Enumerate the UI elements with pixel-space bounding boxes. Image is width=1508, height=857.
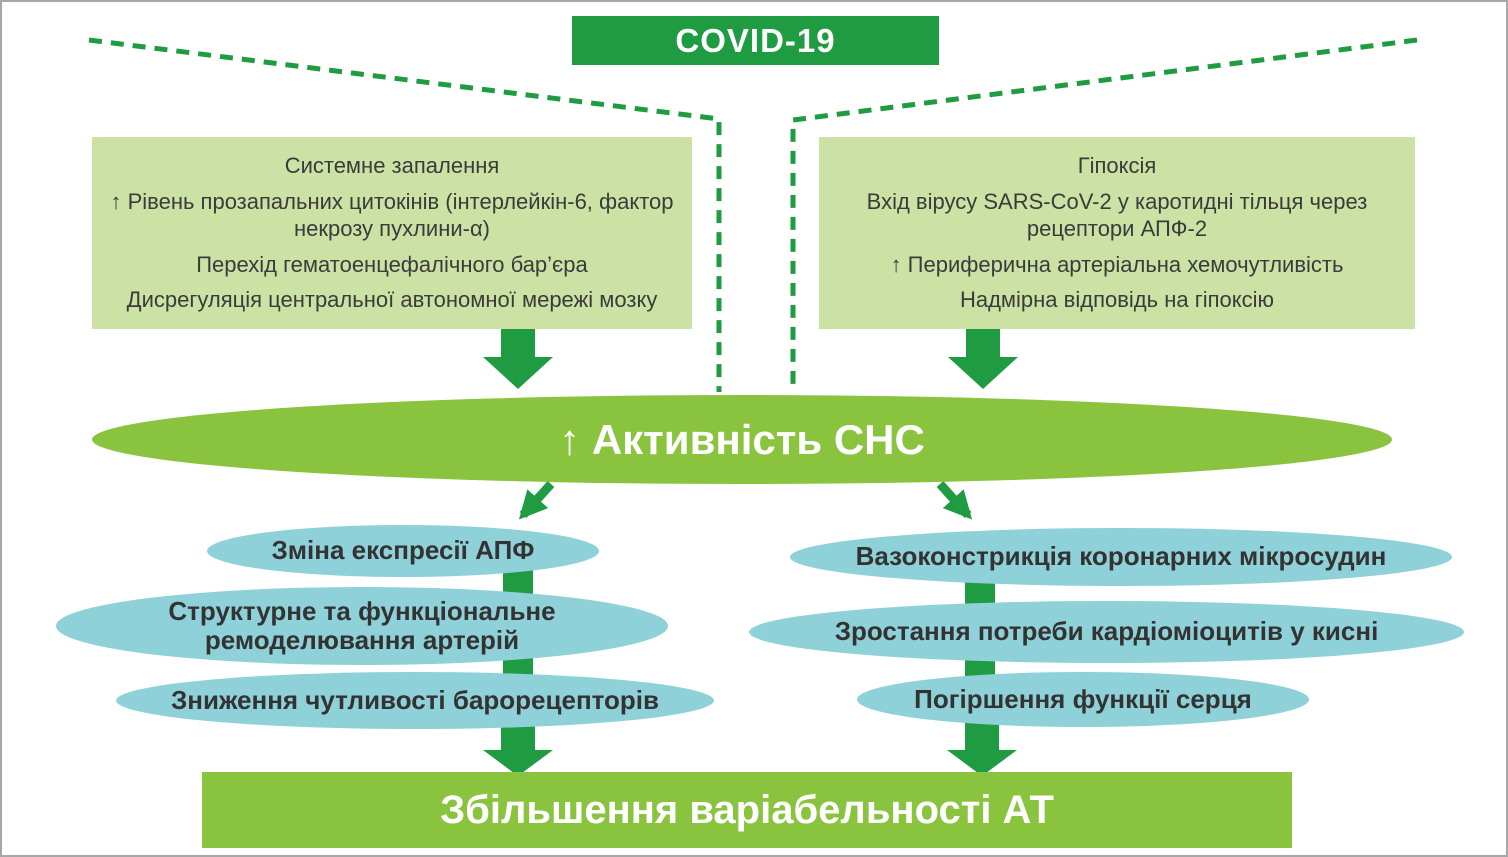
bp-variability-box: Збільшення варіабельності АТ — [202, 772, 1292, 848]
right-box-line: Надмірна відповідь на гіпоксію — [959, 287, 1275, 313]
left-box-line: Перехід гематоенцефалічного бар’єра — [196, 251, 588, 277]
outcome-baroreceptor-sensitivity: Зниження чутливості барорецепторів — [116, 672, 714, 729]
right-box-heading: Гіпоксія — [1077, 153, 1157, 179]
outcome-ace-expression: Зміна експресії АПФ — [207, 525, 599, 577]
left-box-line: ↑ Рівень прозапальних цитокінів (інтерле… — [110, 188, 674, 242]
bp-variability-label: Збільшення варіабельності АТ — [440, 787, 1054, 832]
covid19-title: COVID-19 — [675, 21, 836, 59]
left-box-heading: Системне запалення — [284, 153, 500, 179]
dashed-connector-right — [790, 37, 1418, 392]
diagonal-arrow-right — [936, 480, 973, 520]
outcome-label: Зростання потреби кардіоміоцитів у кисні — [834, 616, 1379, 647]
outcome-label: Погіршення функції серця — [914, 683, 1252, 714]
outcome-label: Структурне та функціональне ремоделюванн… — [168, 595, 556, 655]
down-arrow-left-bottom — [483, 722, 553, 776]
sns-activity-ellipse: ↑ Активність СНС — [92, 395, 1392, 484]
hypoxia-box: Гіпоксія Вхід вірусу SARS-CoV-2 у кароти… — [819, 137, 1415, 329]
down-arrow-right-bottom — [947, 722, 1017, 776]
down-arrow-left-box — [483, 328, 553, 389]
right-box-line: Вхід вірусу SARS-CoV-2 у каротидні тільц… — [866, 188, 1368, 242]
outcome-artery-remodeling: Структурне та функціональне ремоделюванн… — [56, 587, 668, 665]
down-arrow-right-box — [948, 328, 1018, 389]
outcome-label: Зниження чутливості барорецепторів — [170, 684, 660, 715]
dashed-connector-left — [88, 37, 722, 392]
outcome-cardiomyocyte-oxygen-demand: Зростання потреби кардіоміоцитів у кисні — [749, 601, 1464, 663]
sns-activity-label: ↑ Активність СНС — [559, 415, 925, 463]
outcome-label: Зміна експресії АПФ — [271, 535, 535, 566]
outcome-label: Вазоконстрикція коронарних мікросудин — [855, 541, 1387, 572]
covid19-header-box: COVID-19 — [572, 16, 939, 65]
systemic-inflammation-box: Системне запалення ↑ Рівень прозапальних… — [92, 137, 692, 329]
outcome-heart-function-decline: Погіршення функції серця — [857, 672, 1309, 727]
diagonal-arrow-left — [518, 480, 555, 520]
right-box-line: ↑ Периферична артеріальна хемочутливість — [890, 251, 1344, 277]
outcome-coronary-vasoconstriction: Вазоконстрикція коронарних мікросудин — [790, 528, 1452, 586]
left-box-line: Дисрегуляція центральної автономної мере… — [126, 287, 658, 313]
